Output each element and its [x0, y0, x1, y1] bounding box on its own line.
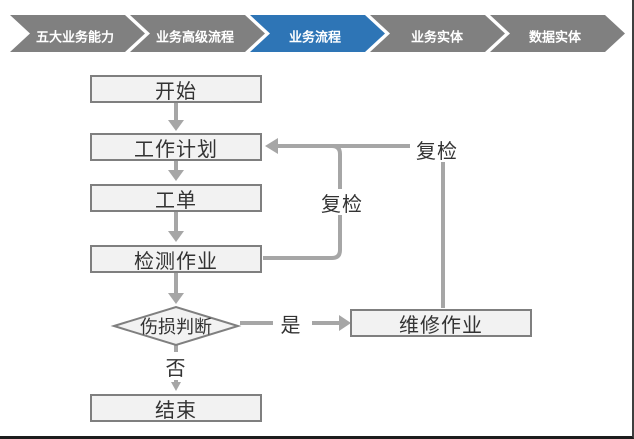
flow-node-start: 开始 [90, 75, 262, 103]
nav-chevron-5[interactable] [490, 15, 625, 52]
flow-node-decision-label: 伤损判断 [140, 317, 212, 337]
flow-node-plan: 工作计划 [90, 133, 262, 161]
arrowhead-down-icon [168, 231, 184, 242]
nav-chevron-1[interactable] [10, 15, 145, 52]
flow-node-order: 工单 [90, 184, 262, 212]
nav-chevron-2[interactable] [130, 15, 265, 52]
arrowhead-down-icon [168, 120, 184, 131]
edge-label-recheck-outer: 复检 [410, 136, 464, 163]
nav-chevron-label[interactable]: 数据实体 [529, 29, 582, 44]
arrowhead-left-icon [265, 138, 278, 154]
arrowhead-down-icon [168, 293, 184, 304]
edge-label-yes: 是 [276, 310, 306, 337]
decision-diamond-shape [110, 305, 242, 347]
arrowhead-down-icon [168, 170, 184, 181]
process-breadcrumb: 五大业务能力 业务高级流程 业务流程 业务实体 数据实体 [10, 15, 625, 52]
nav-chevron-label[interactable]: 业务实体 [411, 29, 464, 44]
edge-label-recheck-inner: 复检 [316, 189, 368, 216]
arrowhead-right-icon [339, 315, 351, 331]
flow-node-inspect: 检测作业 [90, 245, 262, 273]
arrowhead-down-small-icon [171, 382, 181, 391]
recheck-line-inspect [263, 144, 342, 260]
nav-chevron-label[interactable]: 五大业务能力 [36, 29, 114, 44]
nav-chevron-3-active[interactable] [250, 15, 385, 52]
flow-node-repair: 维修作业 [350, 309, 532, 337]
nav-chevron-label[interactable]: 业务流程 [289, 29, 341, 44]
nav-chevron-4[interactable] [370, 15, 505, 52]
flow-node-end: 结束 [90, 394, 262, 422]
nav-chevron-label[interactable]: 业务高级流程 [156, 29, 234, 44]
edge-label-no: 否 [162, 352, 190, 380]
